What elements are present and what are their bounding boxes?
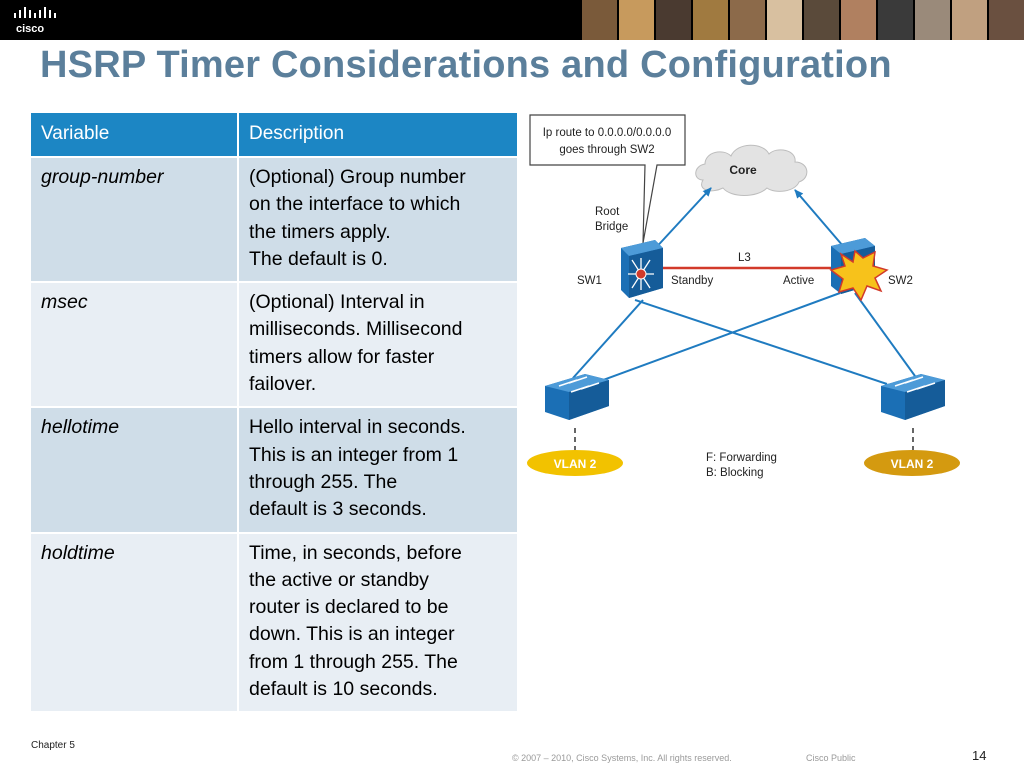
top-banner: cisco: [0, 0, 1024, 40]
header-photo: [915, 0, 950, 40]
description-line: on the interface to which: [249, 193, 461, 216]
root-bridge-label-line-1: Root: [595, 206, 620, 218]
description-line: (Optional) Interval in: [249, 291, 425, 314]
failure-burst-icon: [829, 249, 889, 302]
header-photo: [656, 0, 691, 40]
description-line: Hello interval in seconds.: [249, 416, 466, 439]
header-photo: [619, 0, 654, 40]
description-line: down. This is an integer: [249, 623, 455, 646]
sw1-label: SW1: [577, 275, 602, 287]
header-photo: [582, 0, 617, 40]
link-sw1-core: [650, 187, 712, 254]
sw1-switch-icon: [621, 240, 663, 298]
vlan-left-badge: VLAN 2: [527, 450, 623, 476]
legend-forwarding: F: Forwarding: [706, 452, 777, 464]
description-line: the timers apply.: [249, 220, 391, 243]
header-photo: [841, 0, 876, 40]
description-cell: Hello interval in seconds. This is an int…: [238, 406, 517, 533]
copyright-text: © 2007 – 2010, Cisco Systems, Inc. All r…: [512, 753, 732, 763]
vlan-right-label: VLAN 2: [891, 457, 934, 471]
column-header-variable: Variable: [31, 113, 239, 157]
callout-line-1: Ip route to 0.0.0.0/0.0.0.0: [543, 127, 672, 139]
column-header-description: Description: [238, 113, 517, 157]
page-number: 14: [972, 748, 987, 763]
link-sw2-access-left: [594, 292, 841, 384]
network-links: [572, 187, 916, 450]
root-bridge-label-line-2: Bridge: [595, 221, 628, 233]
sw2-label: SW2: [888, 275, 913, 287]
l3-label: L3: [738, 252, 751, 264]
table-body: group-number (Optional) Group number on th…: [31, 155, 517, 712]
table-row: msec (Optional) Interval in milliseconds. …: [31, 281, 517, 408]
description-cell: (Optional) Interval in milliseconds. Mill…: [238, 281, 517, 408]
access-switch-left-icon: [545, 374, 609, 420]
core-cloud: Core: [695, 144, 808, 196]
logo-wordmark: cisco: [16, 23, 44, 35]
variable-cell: group-number: [31, 155, 239, 283]
table-row: hellotime Hello interval in seconds. This …: [31, 406, 517, 533]
link-sw2-access-right: [854, 292, 916, 377]
description-line: router is declared to be: [249, 596, 449, 619]
description-line: This is an integer from 1: [249, 443, 459, 466]
header-photo: [767, 0, 802, 40]
active-label: Active: [783, 275, 814, 287]
description-line: from 1 through 255. The: [249, 650, 458, 673]
table-header-row: Variable Description: [31, 113, 517, 157]
vlan-right-badge: VLAN 2: [864, 450, 960, 476]
description-line: timers allow for faster: [249, 345, 435, 368]
description-line: milliseconds. Millisecond: [249, 318, 463, 341]
description-line: default is 3 seconds.: [249, 498, 427, 521]
core-label: Core: [729, 163, 757, 177]
page-title: HSRP Timer Considerations and Configurat…: [40, 44, 892, 86]
description-line: through 255. The: [249, 470, 398, 493]
header-photo: [693, 0, 728, 40]
description-line: default is 10 seconds.: [249, 678, 438, 701]
link-sw1-access-left: [572, 299, 644, 379]
variable-cell: msec: [31, 281, 239, 408]
route-callout: Ip route to 0.0.0.0/0.0.0.0 goes through…: [529, 114, 686, 244]
header-photo: [878, 0, 913, 40]
description-line: failover.: [249, 373, 317, 396]
table-row: holdtime Time, in seconds, before the acti…: [31, 531, 517, 712]
variable-cell: holdtime: [31, 531, 239, 712]
header-photo: [989, 0, 1024, 40]
legend-blocking: B: Blocking: [706, 467, 764, 479]
description-line: Time, in seconds, before: [249, 541, 462, 564]
cisco-logo: cisco: [14, 7, 56, 35]
table-row: group-number (Optional) Group number on th…: [31, 155, 517, 283]
header-photo: [952, 0, 987, 40]
description-cell: (Optional) Group number on the interface …: [238, 155, 517, 283]
description-line: (Optional) Group number: [249, 166, 466, 188]
timer-variables-table: Variable Description group-number(Option…: [31, 113, 517, 712]
classification-label: Cisco Public: [806, 753, 856, 763]
description-cell: Time, in seconds, before the active or st…: [238, 531, 517, 712]
description-line: The default is 0.: [249, 247, 388, 270]
description-line: the active or standby: [249, 568, 429, 591]
access-switch-right-icon: [881, 374, 945, 420]
vlan-left-label: VLAN 2: [554, 457, 597, 471]
callout-line-2: goes through SW2: [559, 144, 654, 156]
header-photo: [804, 0, 839, 40]
link-sw2-core: [794, 189, 844, 247]
standby-label: Standby: [671, 275, 713, 287]
link-sw1-access-right: [634, 299, 888, 385]
hsrp-network-diagram: Ip route to 0.0.0.0/0.0.0.0 goes through…: [527, 114, 960, 479]
header-photo: [730, 0, 765, 40]
header-photo-strip: [580, 0, 1024, 40]
chapter-label: Chapter 5: [31, 740, 75, 751]
variable-cell: hellotime: [31, 406, 239, 533]
